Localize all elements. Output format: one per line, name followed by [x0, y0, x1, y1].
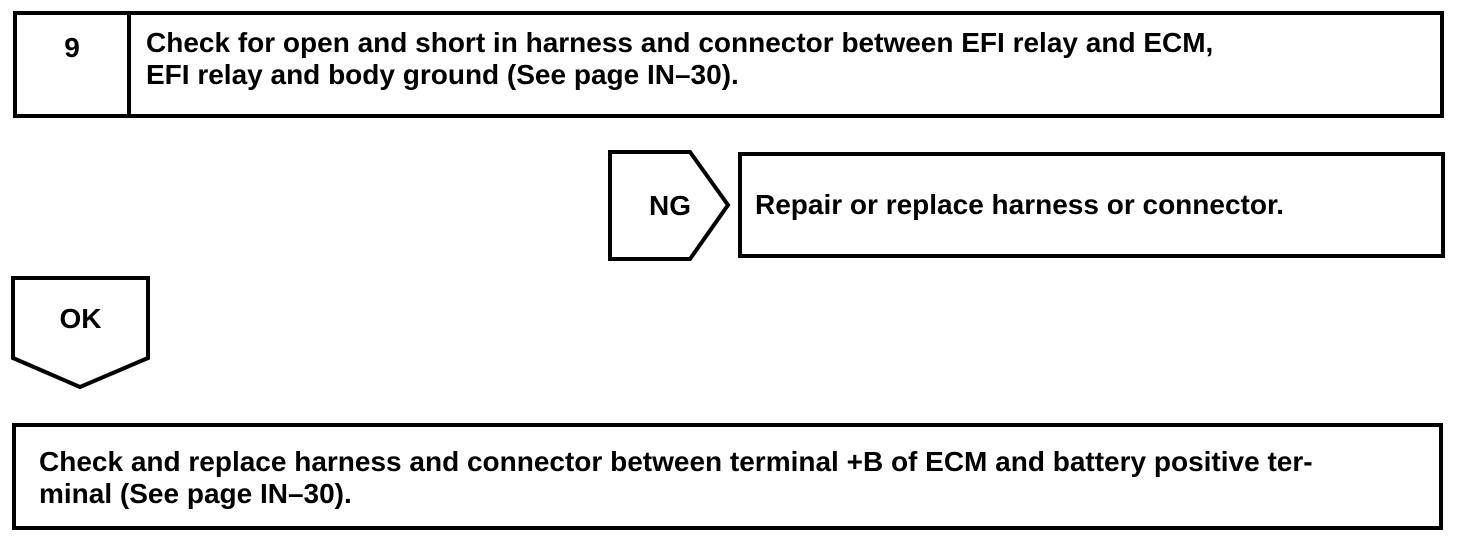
step-instruction: Check for open and short in harness and … — [131, 15, 1221, 114]
ok-arrow-shape — [11, 276, 150, 389]
ng-arrow-shape — [608, 150, 731, 261]
step-instruction-line-1: Check for open and short in harness and … — [146, 27, 1214, 58]
result-text-line-2: minal (See page IN–30). — [39, 478, 352, 509]
result-text-line-1: Check and replace harness and connector … — [39, 446, 1313, 477]
ok-label: OK — [59, 303, 102, 334]
step-instruction-line-2: EFI relay and body ground (See page IN–3… — [146, 59, 739, 90]
ok-connector: OK — [11, 276, 150, 389]
step-box: 9 Check for open and short in harness an… — [13, 11, 1444, 118]
step-number-cell: 9 — [17, 15, 131, 114]
ng-connector: NG — [608, 150, 732, 261]
ng-action-box: Repair or replace harness or connector. — [738, 152, 1445, 258]
step-number: 9 — [64, 32, 80, 63]
result-box: Check and replace harness and connector … — [12, 423, 1443, 530]
ng-label: NG — [649, 189, 691, 221]
ng-action-text: Repair or replace harness or connector. — [755, 189, 1285, 220]
